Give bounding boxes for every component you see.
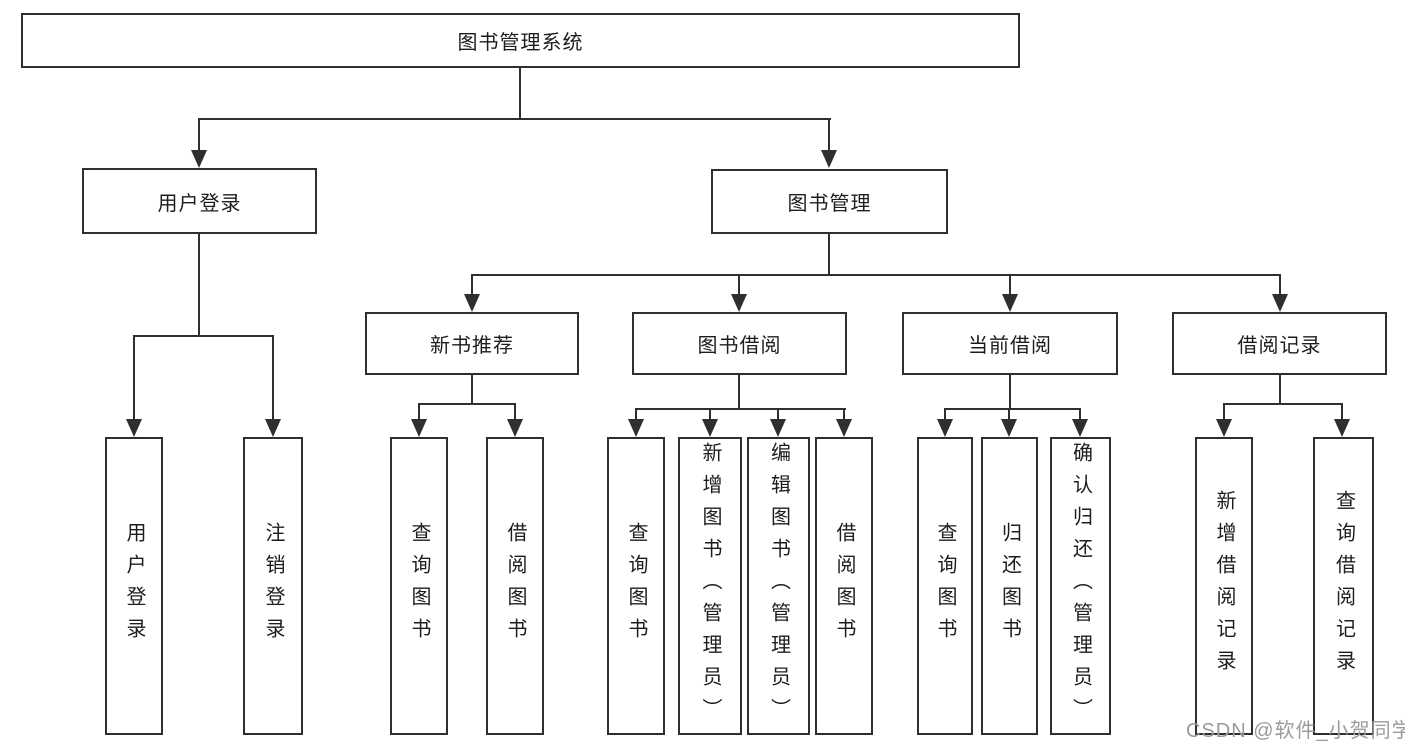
arrowhead xyxy=(411,419,427,437)
leaf-add-borrow-record-label: 新增借阅记录 xyxy=(1213,490,1235,682)
leaf-user-login: 用户登录 xyxy=(105,437,163,735)
connector-drop xyxy=(1079,410,1081,421)
connector-new-book-stem xyxy=(471,375,473,403)
connector-drop xyxy=(944,410,946,421)
node-root-label: 图书管理系统 xyxy=(457,32,584,54)
node-borrow-records: 借阅记录 xyxy=(1172,312,1387,375)
arrowhead xyxy=(937,419,953,437)
connector-drop xyxy=(1223,405,1225,421)
leaf-add-borrow-record: 新增借阅记录 xyxy=(1195,437,1253,735)
arrowhead-leaf-logout xyxy=(265,419,281,437)
leaf-borrow-books: 借阅图书 xyxy=(815,437,873,735)
connector-book-mgmt-stem xyxy=(828,233,830,276)
leaf-query-books-recommend: 查询图书 xyxy=(390,437,448,735)
arrowhead xyxy=(507,419,523,437)
leaf-confirm-return-admin-label: 确认归还（管理员） xyxy=(1069,442,1092,730)
node-new-book-recommend-label: 新书推荐 xyxy=(430,335,514,357)
connector-drop xyxy=(418,405,420,421)
arrowhead-book-mgmt xyxy=(821,150,837,168)
arrowhead-user-login xyxy=(191,150,207,168)
leaf-query-books-borrow: 查询图书 xyxy=(607,437,665,735)
arrowhead xyxy=(702,419,718,437)
connector-borrow-records-stem xyxy=(1279,375,1281,403)
connector-drop-user-login xyxy=(198,120,200,152)
connector-current-borrow-rail xyxy=(944,408,1081,410)
connector-drop xyxy=(709,410,711,421)
connector-level2-rail xyxy=(198,118,831,120)
node-current-borrow: 当前借阅 xyxy=(902,312,1118,375)
leaf-borrow-books-recommend: 借阅图书 xyxy=(486,437,544,735)
connector-user-login-rail xyxy=(133,335,274,337)
leaf-query-books-recommend-label: 查询图书 xyxy=(408,522,430,650)
arrowhead-leaf-user-login xyxy=(126,419,142,437)
connector-drop-borrow-records xyxy=(1279,276,1281,296)
connector-drop xyxy=(777,410,779,421)
arrowhead-borrow-records xyxy=(1272,294,1288,312)
node-current-borrow-label: 当前借阅 xyxy=(968,335,1052,357)
arrowhead xyxy=(1072,419,1088,437)
arrowhead-current-borrow xyxy=(1002,294,1018,312)
connector-current-borrow-stem xyxy=(1009,375,1011,408)
leaf-borrow-books-recommend-label: 借阅图书 xyxy=(504,522,526,650)
connector-book-borrow-stem xyxy=(738,375,740,408)
leaf-edit-book-admin: 编辑图书（管理员） xyxy=(747,437,810,735)
leaf-confirm-return-admin: 确认归还（管理员） xyxy=(1050,437,1111,735)
node-borrow-records-label: 借阅记录 xyxy=(1237,335,1322,357)
node-root: 图书管理系统 xyxy=(21,13,1020,68)
leaf-return-book-label: 归还图书 xyxy=(998,522,1021,650)
leaf-borrow-books-label: 借阅图书 xyxy=(833,522,855,650)
connector-drop-book-mgmt xyxy=(828,120,830,152)
leaf-query-books-borrow-label: 查询图书 xyxy=(625,522,647,650)
connector-drop xyxy=(514,405,516,421)
connector-root-stem xyxy=(519,68,521,120)
node-book-borrow-label: 图书借阅 xyxy=(697,335,782,357)
arrowhead xyxy=(628,419,644,437)
arrowhead xyxy=(836,419,852,437)
connector-user-login-stem xyxy=(198,234,200,335)
arrowhead xyxy=(770,419,786,437)
connector-drop-leaf-logout xyxy=(272,337,274,421)
connector-drop xyxy=(1008,410,1010,421)
connector-book-borrow-rail xyxy=(635,408,846,410)
leaf-add-book-admin-label: 新增图书（管理员） xyxy=(699,442,721,730)
leaf-logout: 注销登录 xyxy=(243,437,303,735)
arrowhead-new-book xyxy=(464,294,480,312)
leaf-query-books-current-label: 查询图书 xyxy=(934,522,956,650)
node-book-borrow: 图书借阅 xyxy=(632,312,847,375)
arrowhead-book-borrow xyxy=(731,294,747,312)
connector-drop-new-book xyxy=(471,276,473,296)
csdn-watermark: CSDN @软件_小贺同学 xyxy=(1186,720,1405,742)
connector-drop-leaf-user-login xyxy=(133,337,135,421)
connector-drop xyxy=(1341,405,1343,421)
node-user-login-label: 用户登录 xyxy=(157,192,242,215)
arrowhead xyxy=(1216,419,1232,437)
node-book-management: 图书管理 xyxy=(711,169,948,234)
connector-level3-rail xyxy=(471,274,1281,276)
leaf-edit-book-admin-label: 编辑图书（管理员） xyxy=(767,442,790,730)
leaf-user-login-label: 用户登录 xyxy=(123,522,145,650)
connector-drop xyxy=(843,410,845,421)
leaf-query-borrow-record-label: 查询借阅记录 xyxy=(1332,490,1355,682)
connector-new-book-rail xyxy=(418,403,516,405)
node-user-login: 用户登录 xyxy=(82,168,317,234)
leaf-logout-label: 注销登录 xyxy=(262,522,284,650)
connector-drop-current-borrow xyxy=(1009,276,1011,296)
leaf-query-books-current: 查询图书 xyxy=(917,437,973,735)
arrowhead xyxy=(1001,419,1017,437)
node-book-management-label: 图书管理 xyxy=(787,193,872,215)
leaf-add-book-admin: 新增图书（管理员） xyxy=(678,437,742,735)
arrowhead xyxy=(1334,419,1350,437)
node-new-book-recommend: 新书推荐 xyxy=(365,312,579,375)
leaf-query-borrow-record: 查询借阅记录 xyxy=(1313,437,1374,735)
connector-drop-book-borrow xyxy=(738,276,740,296)
connector-borrow-records-rail xyxy=(1223,403,1343,405)
leaf-return-book: 归还图书 xyxy=(981,437,1038,735)
connector-drop xyxy=(635,410,637,421)
